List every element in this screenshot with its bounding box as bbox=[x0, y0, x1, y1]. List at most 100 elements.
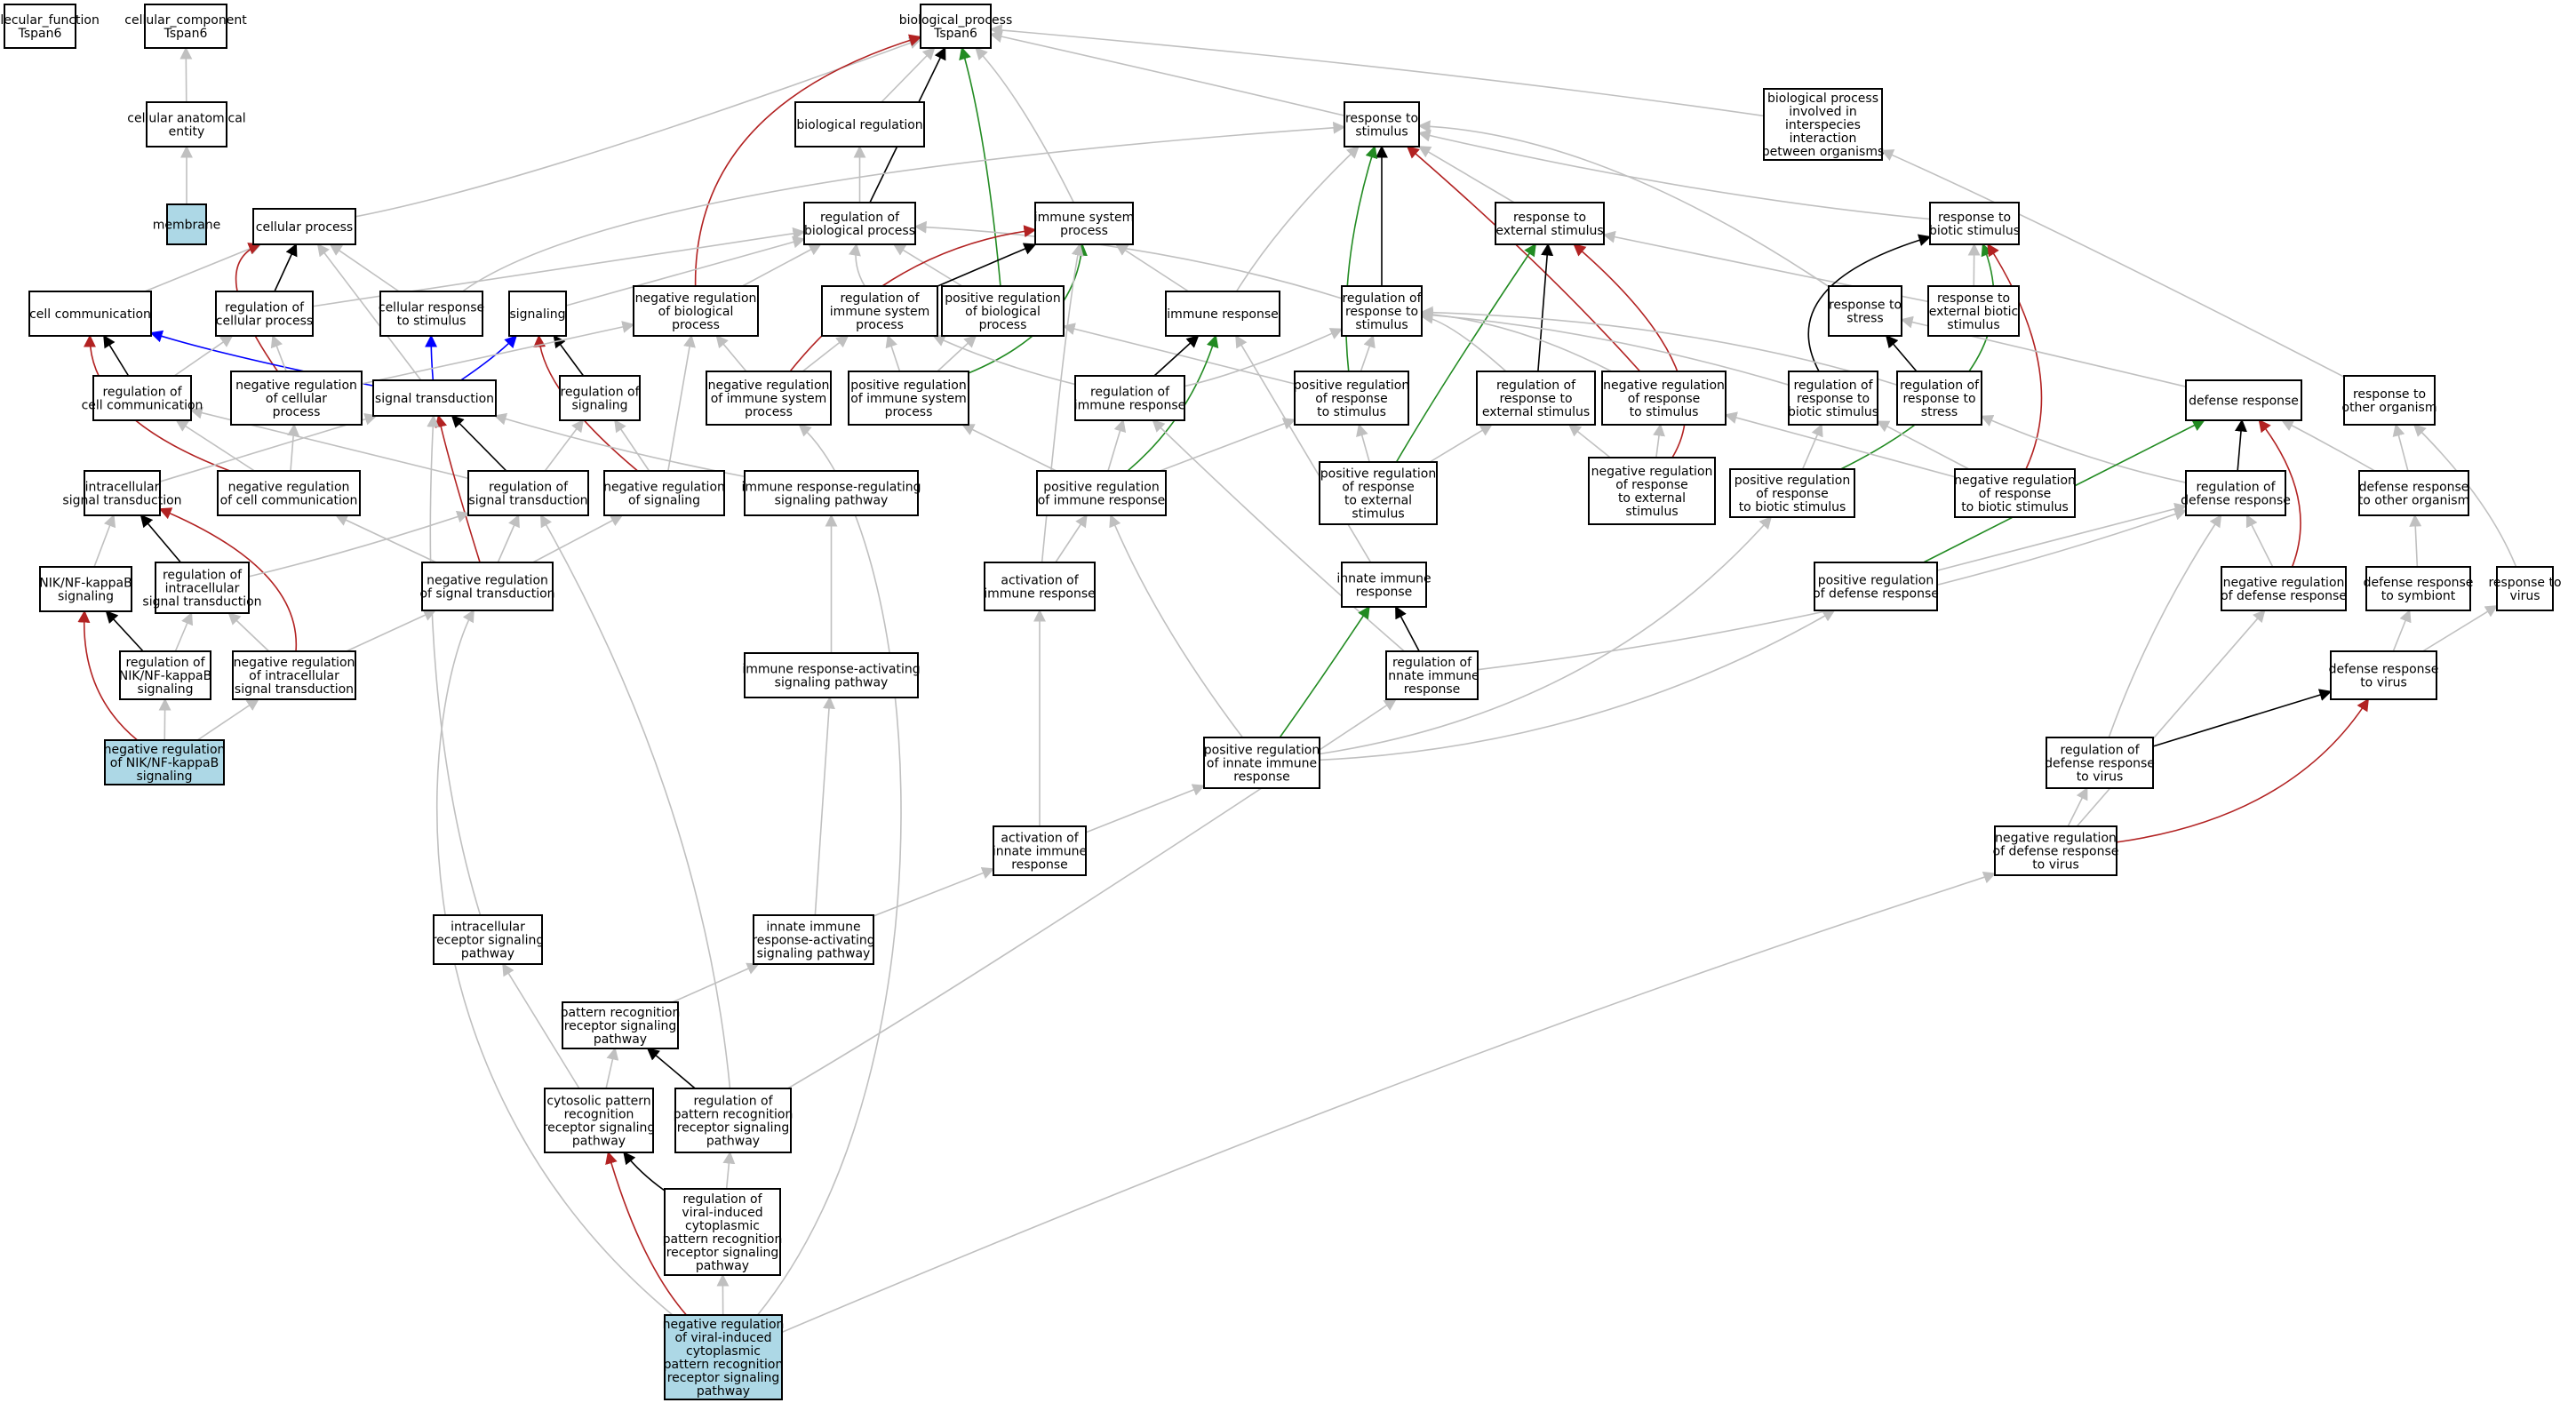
node-label-line: to external bbox=[1618, 491, 1686, 506]
go-term-node-iirasp[interactable]: innate immuneresponse-activatingsignalin… bbox=[752, 914, 875, 965]
node-box bbox=[1729, 468, 1855, 518]
node-box bbox=[544, 1088, 654, 1153]
edge-line-negatively-regulates bbox=[2116, 698, 2369, 843]
go-term-node-membrane[interactable]: membrane bbox=[153, 203, 221, 245]
node-box bbox=[706, 371, 832, 426]
edge-line-negatively-regulates bbox=[435, 414, 481, 563]
edge-line-part-of bbox=[646, 1048, 696, 1089]
edge-line-part-of bbox=[553, 334, 585, 377]
node-label-line: viral-induced bbox=[682, 1206, 762, 1220]
edge-riir-to-rir bbox=[1152, 419, 1405, 652]
node-label-line: innate immune bbox=[1336, 572, 1431, 586]
edge-line-is-a bbox=[1319, 610, 1836, 761]
edge-priir-to-prrtbs bbox=[1319, 515, 1773, 755]
node-box bbox=[744, 470, 919, 516]
go-term-node-cp[interactable]: cellular process bbox=[252, 208, 356, 245]
go-term-node-ir[interactable]: immune response bbox=[1165, 291, 1280, 337]
edge-line-is-a bbox=[989, 24, 1765, 117]
go-term-node-signaling[interactable]: signaling bbox=[508, 291, 567, 337]
edge-line-is-a bbox=[462, 121, 1346, 292]
node-box bbox=[84, 470, 161, 516]
go-term-node-st[interactable]: signal transduction bbox=[372, 379, 497, 417]
go-term-node-dr[interactable]: defense response bbox=[2185, 379, 2302, 421]
edge-prdr-to-rdr bbox=[1936, 502, 2188, 571]
edge-nrdrtv-to-rdrtv bbox=[2067, 786, 2088, 827]
node-label-line: response-activating bbox=[752, 934, 874, 948]
go-term-node-breg[interactable]: biological regulation bbox=[794, 101, 925, 147]
node-label-line: interaction bbox=[1790, 132, 1857, 146]
go-term-node-cellcomm[interactable]: cell communication bbox=[28, 291, 152, 337]
edge-nrcp-to-nrbp bbox=[361, 321, 635, 385]
node-box bbox=[215, 291, 314, 337]
edge-rdrtv-to-drtv bbox=[2152, 689, 2333, 747]
go-term-node-rvicp[interactable]: regulation ofviral-inducedcytoplasmicpat… bbox=[663, 1188, 783, 1276]
